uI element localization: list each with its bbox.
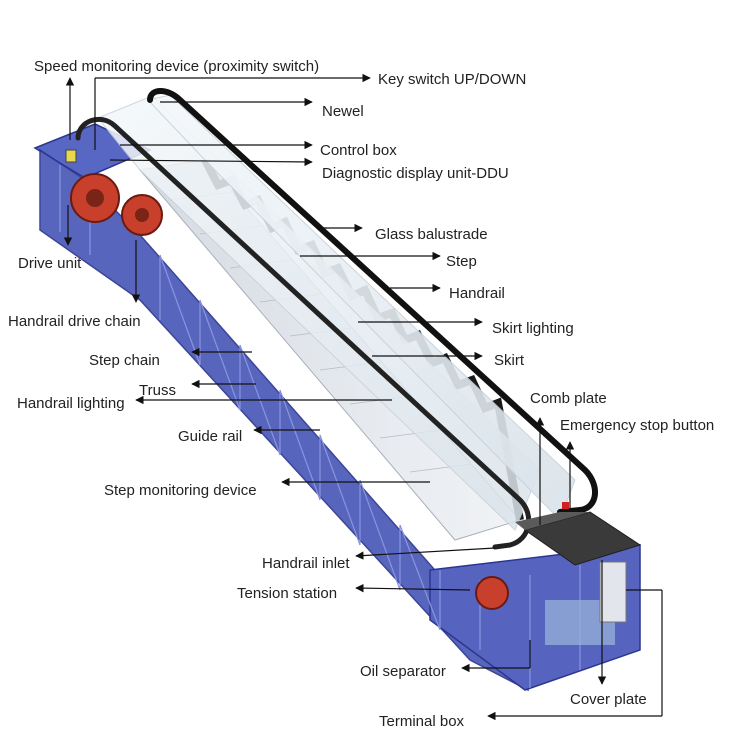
label-step-monitoring: Step monitoring device (104, 482, 257, 499)
label-terminal-box: Terminal box (379, 713, 465, 730)
label-step: Step (446, 253, 477, 270)
label-ddu: Diagnostic display unit-DDU (322, 165, 509, 182)
label-truss: Truss (139, 382, 176, 399)
label-guide-rail: Guide rail (178, 428, 243, 445)
label-emergency-stop: Emergency stop button (560, 417, 715, 434)
handrail-far (75, 116, 532, 550)
label-tension-station: Tension station (237, 585, 338, 602)
label-skirt-lighting: Skirt lighting (492, 320, 574, 337)
label-handrail-inlet: Handrail inlet (262, 555, 350, 572)
comb-plate (515, 512, 590, 530)
emergency-stop-marker (562, 502, 569, 509)
leader-lines (63, 73, 663, 721)
label-cover-plate: Cover plate (570, 691, 647, 708)
terminal-box-unit (599, 561, 627, 623)
label-handrail-drive-chain: Handrail drive chain (8, 313, 141, 330)
label-handrail: Handrail (449, 285, 505, 302)
label-step-chain: Step chain (89, 352, 160, 369)
label-skirt: Skirt (494, 352, 524, 369)
truss-frame (33, 123, 641, 692)
speed-sensor (65, 149, 77, 163)
label-speed-monitoring: Speed monitoring device (proximity switc… (34, 58, 320, 75)
label-oil-separator: Oil separator (360, 663, 446, 680)
label-handrail-lighting: Handrail lighting (17, 395, 125, 412)
label-drive-unit: Drive unit (18, 255, 82, 272)
label-newel: Newel (322, 103, 364, 120)
label-control-box: Control box (320, 142, 397, 159)
glass-balustrade-near (147, 94, 576, 521)
label-glass-balustrade: Glass balustrade (375, 226, 488, 243)
drive-unit-assembly (65, 149, 163, 236)
label-key-switch: Key switch UP/DOWN (378, 71, 527, 88)
handrail-near (147, 88, 598, 515)
label-comb-plate: Comb plate (530, 390, 607, 407)
tension-wheel (475, 576, 509, 610)
